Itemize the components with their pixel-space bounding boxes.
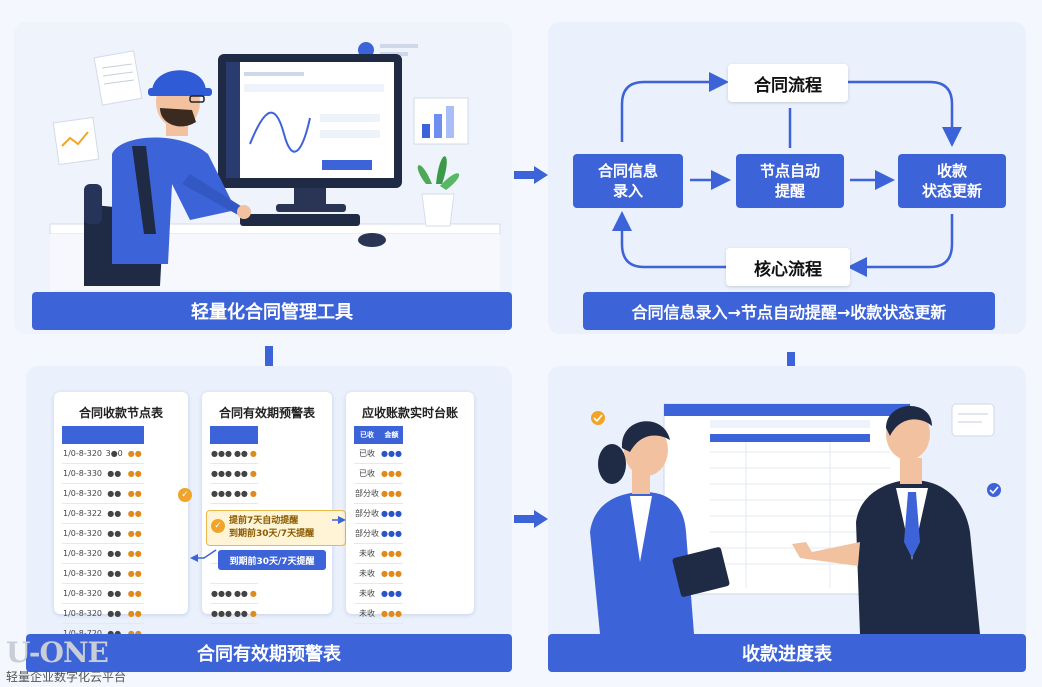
table-row: 已收●●● (354, 463, 403, 484)
chart-note-icon (52, 116, 100, 166)
expiry-alert-note: ✓ 提前7天自动提醒 到期前30天/7天提醒 (206, 510, 346, 546)
table-row: ●●●●●● (210, 583, 258, 604)
check-icon: ✓ (211, 519, 225, 533)
label-core-flow: 核心流程 (726, 248, 850, 286)
worker-illustration (49, 42, 501, 290)
check-icon (591, 411, 605, 425)
tablet (672, 547, 730, 597)
warning-table-banner: 合同有效期预警表 (26, 634, 512, 672)
table-row: 部分收●●● (354, 503, 403, 524)
card-title: 合同收款节点表 (78, 406, 163, 420)
table-row: ●●●●●● (210, 603, 258, 624)
table-row: 未收●●● (354, 603, 403, 624)
bar-chart-icon (413, 97, 469, 145)
table-row: ●●●●●● (210, 463, 258, 484)
woman (590, 421, 730, 634)
brand-footer: 轻量企业数字化云平台 (6, 670, 127, 684)
label-contract-flow: 合同流程 (728, 64, 848, 102)
table-row: 部分收●●● (354, 523, 403, 544)
progress-banner: 收款进度表 (548, 634, 1026, 672)
worker (112, 70, 251, 264)
table-row: 1/0-8-320●●●● (62, 583, 145, 604)
table-row: 1/0-8-320●●●● (62, 603, 145, 624)
card-expiry-warning: 合同有效期预警表 ●●●●●● ●●●●●● ●●●●●● ●●●●●● ●●●… (202, 392, 332, 624)
arrow-right-bottom (514, 510, 548, 528)
brand-logo: U-ONE (6, 636, 109, 669)
check-icon (987, 483, 1001, 497)
table-row: 未收●●● (354, 543, 403, 564)
plant-icon (417, 156, 460, 227)
table-row: 1/0-8-320●●●● (62, 543, 145, 564)
expiry-reminder-badge: 到期前30天/7天提醒 (218, 550, 326, 570)
table-row: ●●●●●● (210, 483, 258, 504)
check-icon: ✓ (178, 488, 192, 502)
box-info-entry: 合同信息 录入 (573, 154, 683, 208)
table-row: 1/0-8-320●●●● (62, 563, 145, 584)
table-row: 部分收●●● (354, 483, 403, 504)
connector-arrows (190, 516, 346, 562)
table-row: 未收●●● (354, 583, 403, 604)
ledger-table: 已收金额 已收●●● 已收●●● 部分收●●● 部分收●●● 部分收●●● 未收… (354, 426, 403, 624)
card-title: 应收账款实时台账 (361, 406, 458, 420)
table-row: 未收●●● (354, 563, 403, 584)
mouse (358, 233, 386, 247)
table-row: 1/0-8-330●●●● (62, 463, 145, 484)
table-row: 1/0-8-322●●●● (62, 503, 145, 524)
card-receivable-ledger: 应收账款实时台账 已收金额 已收●●● 已收●●● 部分收●●● 部分收●●● … (346, 392, 474, 624)
arrow-right-top (514, 166, 548, 184)
meeting-illustration (590, 403, 1001, 634)
tool-banner: 轻量化合同管理工具 (32, 292, 512, 330)
document-icon (93, 50, 143, 106)
card-title: 合同有效期预警表 (218, 406, 315, 420)
box-status-update: 收款 状态更新 (898, 154, 1006, 208)
table-row: 已收●●● (354, 444, 403, 464)
flow-connectors (612, 72, 962, 277)
table-row: 1/0-8-320●●●● (62, 483, 145, 504)
monitor (218, 54, 402, 212)
man (792, 405, 980, 634)
table-row: ●●●●●● (210, 444, 258, 464)
table-row: 1/0-8-320●●●● (62, 523, 145, 544)
keyboard (240, 214, 360, 226)
chat-bubble-icon (951, 403, 995, 437)
flow-banner: 合同信息录入→节点自动提醒→收款状态更新 (583, 292, 995, 330)
box-auto-remind: 节点自动 提醒 (736, 154, 844, 208)
